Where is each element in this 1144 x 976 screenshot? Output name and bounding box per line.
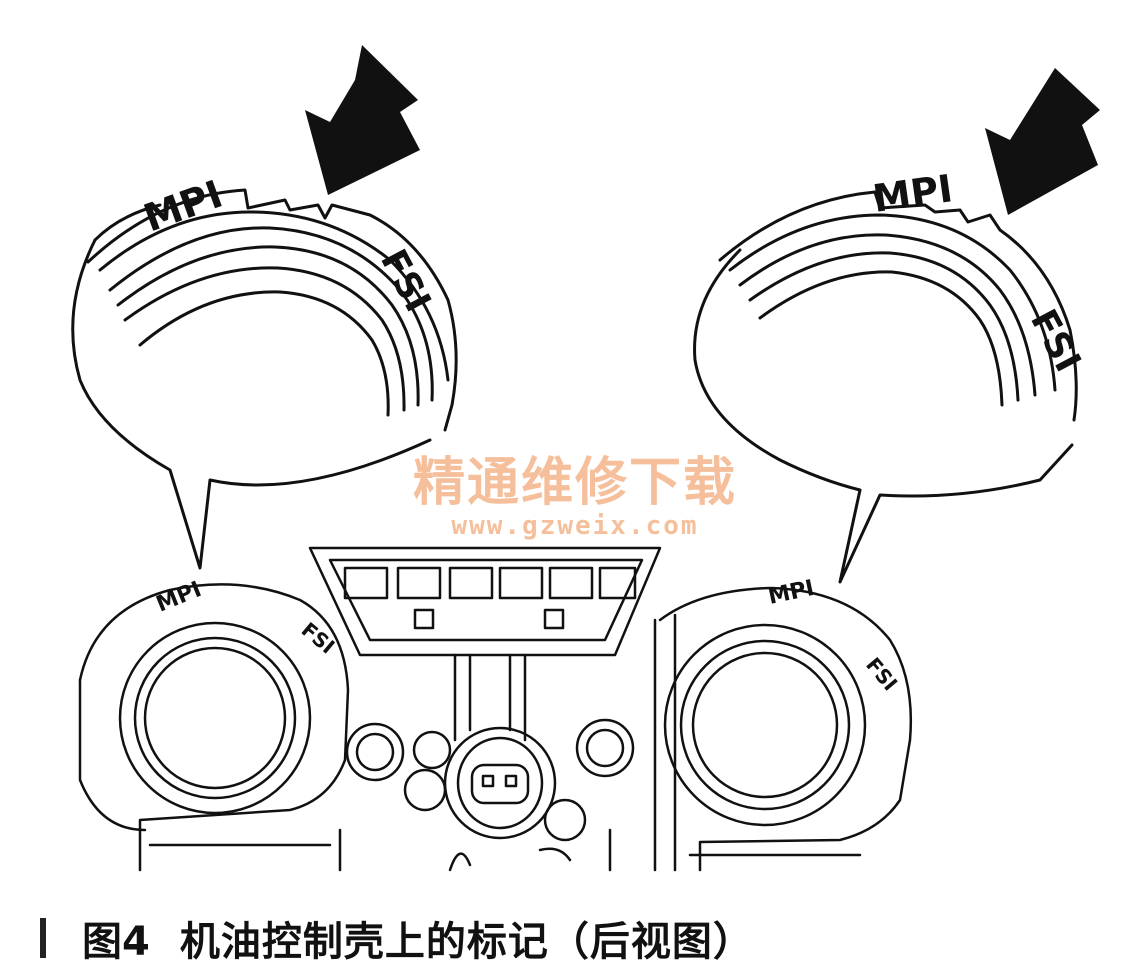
lower-left-fsi-label: FSI xyxy=(297,617,340,658)
right-ring-outer xyxy=(718,190,1078,422)
watermark: 精通维修下载 www.gzweix.com xyxy=(390,440,760,541)
watermark-chinese: 精通维修下载 xyxy=(412,452,737,513)
caption-text: 机油控制壳上的标记（后视图） xyxy=(179,919,754,965)
caption-bar xyxy=(40,918,46,958)
left-callout-bubble xyxy=(71,238,432,570)
watermark-url: www.gzweix.com xyxy=(451,511,699,541)
lower-right-mpi-label: MPI xyxy=(766,576,816,610)
right-arrow-icon xyxy=(985,68,1100,215)
oil-control-housing xyxy=(78,546,913,872)
figure-caption: 图4 机油控制壳上的标记（后视图） xyxy=(40,908,754,968)
left-arrow-icon xyxy=(305,45,420,195)
lower-right-fsi-label: FSI xyxy=(861,653,902,696)
left-callout-mpi-label: MPI xyxy=(138,172,228,241)
caption-figure-number: 图4 xyxy=(82,919,150,965)
left-callout xyxy=(71,188,458,570)
left-ring-outer xyxy=(86,188,458,432)
right-callout xyxy=(693,190,1078,584)
lower-left-mpi-label: MPI xyxy=(153,577,205,617)
right-callout-mpi-label: MPI xyxy=(870,166,955,221)
right-callout-bubble xyxy=(693,248,1074,584)
